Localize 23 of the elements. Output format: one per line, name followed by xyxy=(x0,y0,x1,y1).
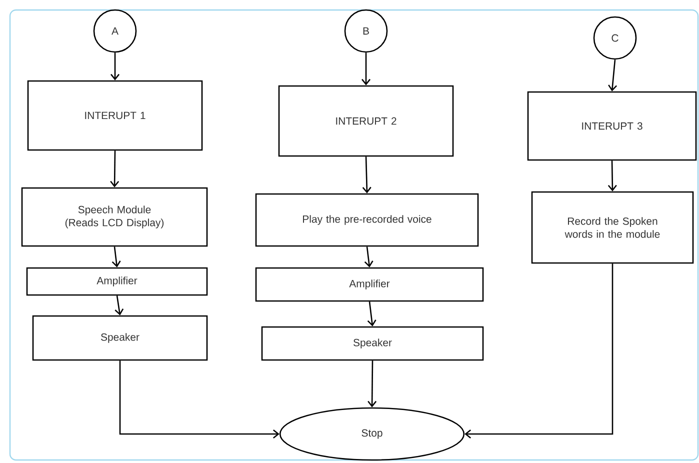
process-box: INTERUPT 3 xyxy=(527,91,697,161)
process-box: Record the Spoken words in the module xyxy=(531,191,694,264)
arrow xyxy=(464,264,614,438)
process-box: Speaker xyxy=(32,315,208,361)
process-box: INTERUPT 2 xyxy=(278,85,454,157)
arrow xyxy=(362,156,372,194)
arrow xyxy=(608,60,618,92)
arrow xyxy=(608,160,617,192)
process-box: Speech Module (Reads LCD Display) xyxy=(21,187,208,247)
process-box: Amplifier xyxy=(255,267,484,302)
process-box: Amplifier xyxy=(26,267,208,296)
arrow xyxy=(119,360,280,438)
arrow xyxy=(362,52,371,86)
process-box: INTERUPT 1 xyxy=(27,80,203,151)
process-box: Play the pre-recorded voice xyxy=(255,193,479,247)
arrow xyxy=(110,150,120,188)
arrow xyxy=(368,360,377,408)
arrow xyxy=(110,52,120,80)
arrow xyxy=(112,246,121,268)
arrow xyxy=(367,302,376,326)
arrow xyxy=(364,246,374,268)
process-box: Speaker xyxy=(261,326,484,361)
arrow xyxy=(114,296,124,316)
